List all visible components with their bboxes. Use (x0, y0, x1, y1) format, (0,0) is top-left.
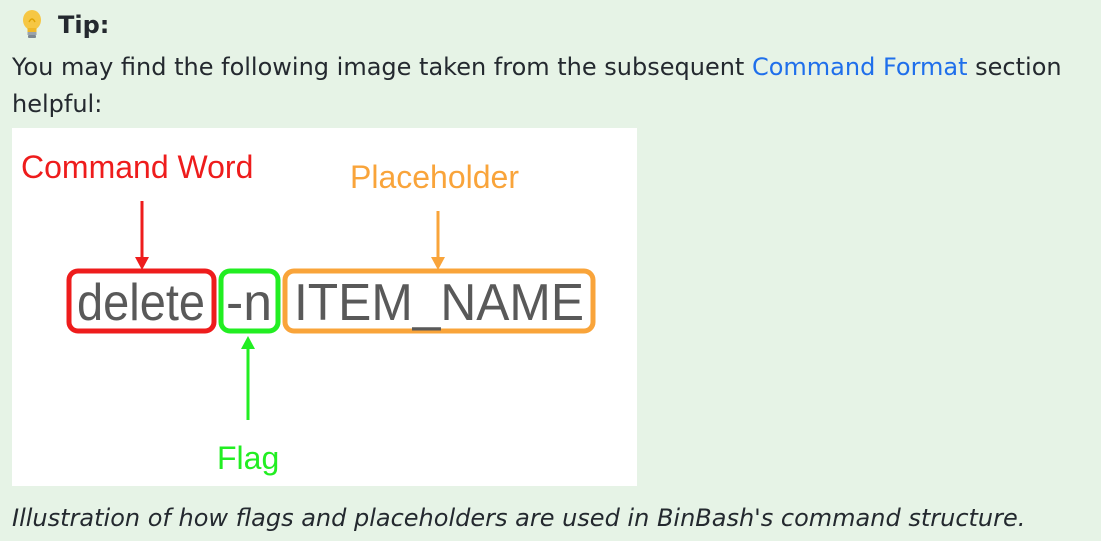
command-structure-figure: Command Word Placeholder Flag delete -n … (12, 128, 637, 486)
flag-label: Flag (217, 440, 279, 476)
command-word-text: delete (77, 274, 205, 332)
paragraph-text-before: You may find the following image taken f… (12, 53, 752, 81)
command-word-box (66, 268, 217, 334)
placeholder-text: ITEM_NAME (294, 274, 584, 332)
command-format-link[interactable]: Command Format (751, 53, 968, 81)
flag-arrow (241, 336, 255, 420)
tip-paragraph: You may find the following image taken f… (12, 49, 1097, 123)
command-word-arrow (135, 201, 149, 270)
tip-header: Tip: (18, 8, 109, 42)
placeholder-label: Placeholder (350, 159, 519, 195)
flag-box (218, 268, 281, 334)
flag-text: -n (226, 274, 272, 332)
tip-title: Tip: (58, 11, 110, 39)
placeholder-arrow (431, 211, 445, 270)
paragraph-text-after: section helpful: (12, 53, 1062, 118)
command-structure-diagram: Command Word Placeholder Flag delete -n … (21, 149, 596, 476)
figure-caption: Illustration of how flags and placeholde… (12, 504, 1026, 532)
placeholder-box (282, 268, 596, 334)
lightbulb-icon (23, 10, 41, 38)
command-word-label: Command Word (21, 149, 253, 185)
